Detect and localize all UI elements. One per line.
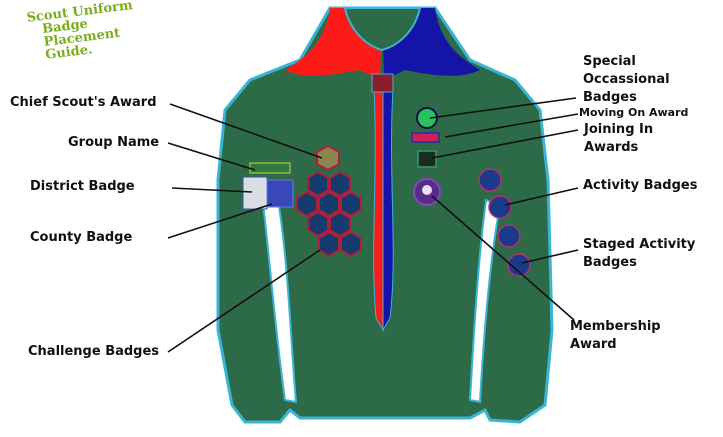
activity-badges — [478, 168, 531, 277]
label-membership-award: Membership Award — [570, 318, 661, 354]
special-occasional-badge — [416, 107, 438, 129]
neckerchief-blue — [382, 87, 394, 332]
label-challenge-badges: Challenge Badges — [28, 344, 160, 359]
label-chief-scout-award: Chief Scout's Award — [10, 95, 157, 110]
leader-lines — [167, 97, 579, 353]
joining-in-award-badge — [417, 150, 437, 168]
left-sleeve-gap — [260, 193, 298, 404]
challenge-badges — [296, 170, 362, 258]
label-line: Membership — [570, 319, 661, 334]
label-moving-on-award: Moving On Award — [579, 106, 689, 119]
label-activity-badges: Activity Badges — [583, 178, 698, 193]
label-line: Badges — [583, 255, 637, 270]
label-line: Joining In — [584, 122, 654, 137]
label-special-occasional-badges: Special Occassional Badges — [583, 53, 670, 107]
label-line: Occassional — [583, 72, 670, 87]
label-joining-in-awards: Joining In Awards — [584, 121, 653, 157]
district-badge — [242, 176, 268, 210]
neckerchief-red — [373, 87, 384, 332]
label-line: Special — [583, 54, 636, 69]
label-county-badge: County Badge — [30, 230, 133, 245]
label-line: Award — [570, 337, 617, 352]
moving-on-award-badge — [411, 132, 440, 143]
label-district-badge: District Badge — [30, 179, 135, 194]
label-line: Staged Activity — [583, 237, 696, 252]
right-sleeve-gap — [468, 198, 502, 404]
label-line: Awards — [584, 140, 639, 155]
chief-scout-award-badge — [316, 144, 340, 172]
label-staged-activity-badges: Staged Activity Badges — [583, 236, 695, 272]
label-line: Badges — [583, 90, 637, 105]
label-group-name: Group Name — [68, 135, 160, 150]
group-name-tape — [249, 162, 291, 174]
woggle — [371, 73, 394, 93]
collar-inner — [343, 7, 422, 52]
fleur-de-lis-icon — [422, 185, 432, 195]
county-badge — [266, 179, 294, 208]
